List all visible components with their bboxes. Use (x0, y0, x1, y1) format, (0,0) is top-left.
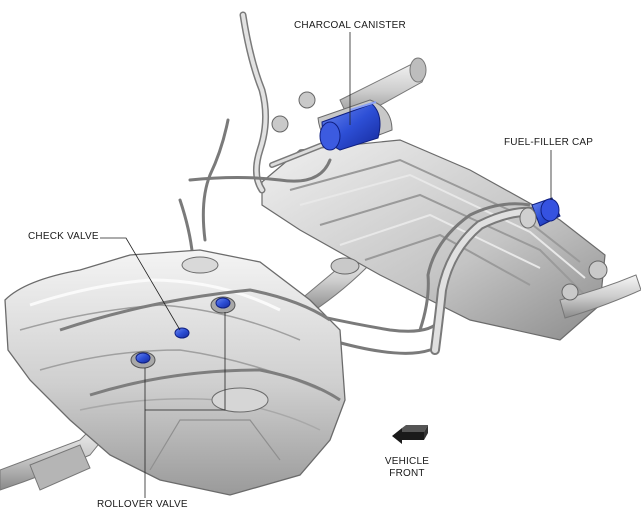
rollover-valve-front (130, 351, 156, 369)
leader-lines (100, 32, 552, 498)
label-fuel-filler-cap: FUEL-FILLER CAP (504, 137, 594, 148)
filler-neck-pipe (418, 202, 540, 355)
fuel-filler-cap (519, 197, 561, 229)
tank-straps (59, 288, 341, 402)
label-vehicle: VEHICLE (384, 456, 430, 467)
charcoal-canister (317, 99, 393, 151)
label-rollover-valve: ROLLOVER VALVE (97, 499, 188, 510)
check-valve (174, 327, 190, 339)
label-front: FRONT (389, 468, 425, 479)
vehicle-front-arrow-icon (392, 425, 428, 444)
exhaust-hangers (271, 91, 608, 301)
label-vehicle-front: VEHICLE FRONT (382, 456, 432, 480)
fuel-tank (4, 249, 346, 496)
rollover-valve-rear (210, 296, 236, 314)
label-charcoal-canister: CHARCOAL CANISTER (294, 20, 406, 31)
label-check-valve: CHECK VALVE (28, 231, 99, 242)
